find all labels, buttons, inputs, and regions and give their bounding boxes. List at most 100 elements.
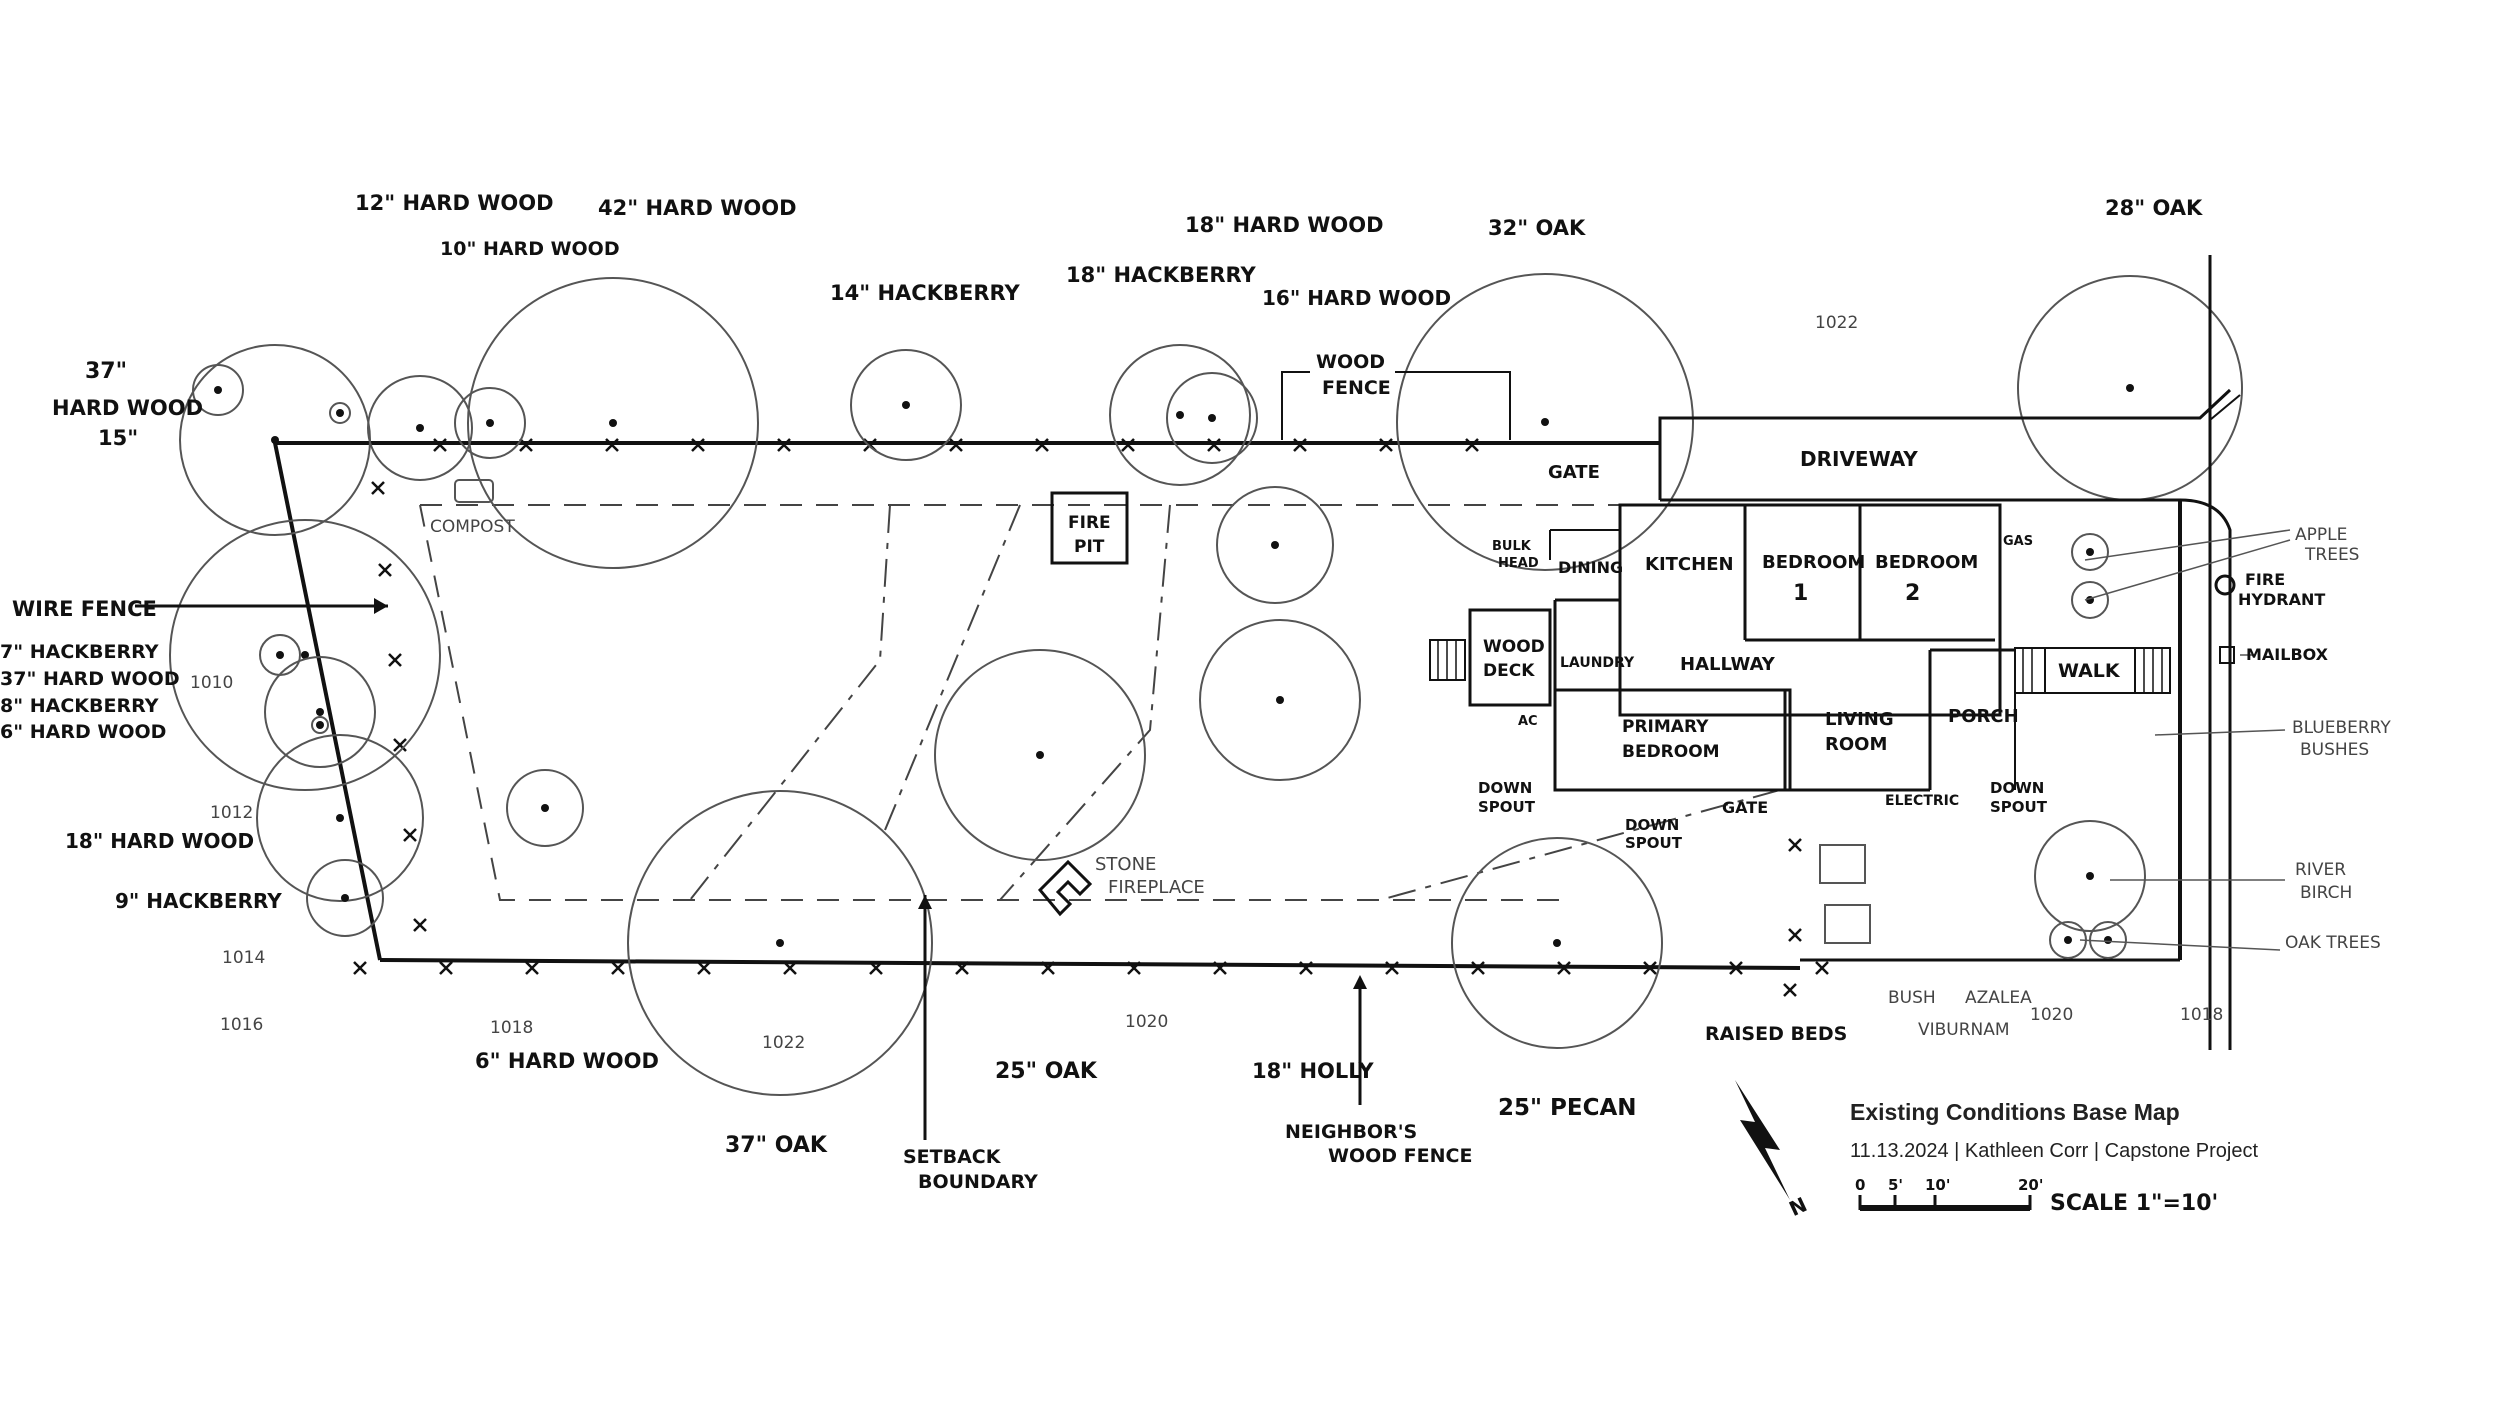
tree-canopy-22 — [1451, 837, 1663, 1049]
tree-label-18-hardwood-left: 18" HARD WOOD — [65, 829, 254, 853]
tree-canopy-13 — [169, 519, 441, 791]
tree-canopy-27 — [2071, 581, 2109, 619]
tree-trunk-8 — [1208, 414, 1216, 422]
contour-1010: 1010 — [190, 673, 233, 693]
tree-label-hardwood: HARD WOOD — [52, 396, 203, 420]
tree-label-37: 37" — [85, 359, 127, 384]
apple-trees-label-1: APPLE — [2295, 525, 2347, 545]
raised-bed-2 — [1824, 904, 1871, 944]
tree-canopy-15 — [264, 656, 376, 768]
tree-trunk-19 — [541, 804, 549, 812]
fence-x-13 — [353, 961, 367, 975]
room-dining: DINING — [1558, 558, 1623, 577]
scale-tick-5: 5' — [1888, 1176, 1903, 1194]
apple-trees-label-2: TREES — [2304, 545, 2359, 565]
tree-label-14-hackberry: 14" HACKBERRY — [830, 281, 1021, 305]
tree-label-6-hardwood-bottom: 6" HARD WOOD — [475, 1049, 659, 1073]
walk-steps — [2134, 647, 2171, 694]
tree-trunk-24 — [2064, 936, 2072, 944]
fence-x-10 — [1293, 438, 1307, 452]
blueberry-label-2: BUSHES — [2300, 740, 2369, 760]
tree-trunk-13 — [301, 651, 309, 659]
mailbox-label: MAILBOX — [2246, 645, 2329, 664]
tree-trunk-7 — [1176, 411, 1184, 419]
oak-trees-label: OAK TREES — [2285, 933, 2381, 953]
down-spout-2-a: DOWN — [1625, 816, 1679, 834]
walk-label: WALK — [2058, 660, 2121, 682]
tree-label-6-hardwood: 6" HARD WOOD — [0, 721, 166, 743]
fence-x-23 — [1213, 961, 1227, 975]
room-laundry: LAUNDRY — [1560, 655, 1635, 671]
stone-fireplace-label-2: FIREPLACE — [1108, 877, 1205, 898]
fence-x-24 — [1299, 961, 1313, 975]
tree-label-15: 15" — [98, 426, 138, 450]
tree-trunk-12 — [2126, 384, 2134, 392]
contour-1018: 1018 — [490, 1018, 533, 1038]
bulk-head-label-1: BULK — [1492, 539, 1532, 554]
neighbor-fence-label-2: WOOD FENCE — [1328, 1145, 1472, 1167]
down-spout-2-b: SPOUT — [1625, 834, 1683, 852]
tree-trunk-11 — [1541, 418, 1549, 426]
electric-label: ELECTRIC — [1885, 793, 1959, 809]
tree-label-18-holly: 18" HOLLY — [1252, 1059, 1374, 1083]
fence-x-20 — [955, 961, 969, 975]
tree-canopy-7 — [1109, 344, 1251, 486]
wire-fence-label: WIRE FENCE — [12, 597, 157, 621]
tree-label-9-hackberry: 9" HACKBERRY — [115, 889, 282, 913]
compost-label: COMPOST — [430, 517, 515, 537]
tree-trunk-17 — [336, 814, 344, 822]
fire-pit-label-2: PIT — [1074, 537, 1105, 557]
gate-label-top: GATE — [1548, 462, 1600, 483]
wood-deck-label-1: WOOD — [1483, 637, 1545, 657]
gas-label: GAS — [2003, 534, 2033, 549]
tree-label-25-oak: 25" OAK — [995, 1059, 1098, 1084]
tree-trunk-4 — [609, 419, 617, 427]
fence-x-31 — [371, 481, 385, 495]
north-label: N — [1785, 1192, 1810, 1221]
setback-label-1: SETBACK — [903, 1146, 1002, 1168]
fence-x-14 — [439, 961, 453, 975]
blueberry-label-1: BLUEBERRY — [2292, 718, 2391, 738]
fence-x-19 — [869, 961, 883, 975]
room-bedroom2-a: BEDROOM — [1875, 552, 1978, 573]
tree-canopy-8 — [1166, 372, 1258, 464]
fence-x-3 — [691, 438, 705, 452]
tree-label-8-hackberry: 8" HACKBERRY — [0, 695, 159, 717]
azalea-label: AZALEA — [1965, 988, 2032, 1008]
tree-canopy-19 — [506, 769, 584, 847]
tree-canopy-5 — [329, 402, 351, 424]
fence-x-6 — [949, 438, 963, 452]
down-spout-3-a: DOWN — [1990, 779, 2044, 797]
tree-trunk-18 — [341, 894, 349, 902]
fence-x-22 — [1127, 961, 1141, 975]
fence-x-7 — [1035, 438, 1049, 452]
room-primary-b: BEDROOM — [1622, 742, 1720, 762]
fence-x-1 — [519, 438, 533, 452]
fire-pit-label-1: FIRE — [1068, 513, 1111, 533]
scale-text: SCALE 1"=10' — [2050, 1191, 2218, 1216]
fence-x-39 — [1783, 983, 1797, 997]
scale-bar — [1858, 1195, 2032, 1211]
tree-canopy-20 — [934, 649, 1146, 861]
tree-trunk-15 — [316, 708, 324, 716]
down-spout-3-b: SPOUT — [1990, 798, 2048, 816]
tree-label-37-hardwood: 37" HARD WOOD — [0, 668, 180, 690]
fence-x-35 — [403, 828, 417, 842]
river-birch-label-1: RIVER — [2295, 860, 2346, 880]
neighbor-fence-label-1: NEIGHBOR'S — [1285, 1121, 1417, 1143]
fence-x-15 — [525, 961, 539, 975]
tree-canopy-18 — [306, 859, 384, 937]
leader-lines — [2079, 529, 2291, 951]
fence-x-17 — [697, 961, 711, 975]
tree-label-7-hackberry: 7" HACKBERRY — [0, 641, 159, 663]
fence-x-34 — [393, 738, 407, 752]
tree-canopy-23 — [2034, 820, 2146, 932]
fence-x-29 — [1729, 961, 1743, 975]
tree-canopy-1 — [192, 364, 244, 416]
fence-x-0 — [433, 438, 447, 452]
fence-x-9 — [1207, 438, 1221, 452]
fence-x-38 — [1788, 928, 1802, 942]
tree-trunk-9 — [1271, 541, 1279, 549]
setback-boundary-line — [419, 504, 1781, 901]
tree-canopy-21 — [627, 790, 933, 1096]
